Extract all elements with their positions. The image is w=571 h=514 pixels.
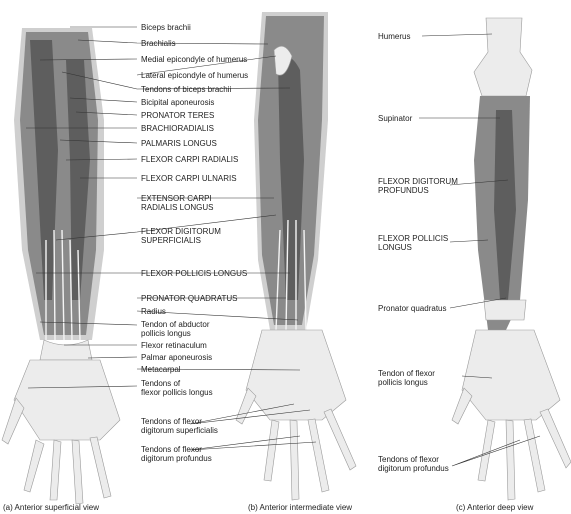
label-flexor-pollicis-longus: FLEXOR POLLICIS LONGUS bbox=[141, 269, 247, 278]
label-pronator-quadratus-c: Pronator quadratus bbox=[378, 304, 447, 313]
leaders-a-b bbox=[26, 26, 317, 451]
label-flexor-carpi-radialis: FLEXOR CARPI RADIALIS bbox=[141, 155, 238, 164]
label-tendons-fdp-c-2: digitorum profundus bbox=[378, 464, 449, 473]
label-extensor-carpi-1: EXTENSOR CARPI bbox=[141, 194, 212, 203]
label-fpl-2: LONGUS bbox=[378, 243, 412, 252]
label-tendon-abductor-2: pollicis longus bbox=[141, 329, 191, 338]
labels-a-b: Biceps brachii Brachialis Medial epicond… bbox=[141, 23, 248, 463]
view-c-forearm bbox=[451, 17, 571, 501]
label-tendons-fdp-c-1: Tendons of flexor bbox=[378, 455, 439, 464]
label-tendons-fpl-1: Tendons of bbox=[141, 379, 181, 388]
view-b-forearm bbox=[235, 12, 357, 501]
label-fdp-1: FLEXOR DIGITORUM bbox=[378, 177, 458, 186]
label-pronator-quadratus: PRONATOR QUADRATUS bbox=[141, 294, 237, 303]
label-pronator-teres: PRONATOR TERES bbox=[141, 111, 214, 120]
view-a-forearm bbox=[1, 28, 121, 505]
label-tendons-fpl-2: flexor pollicis longus bbox=[141, 388, 213, 397]
label-bicipital-aponeurosis: Bicipital aponeurosis bbox=[141, 98, 214, 107]
label-radius: Radius bbox=[141, 307, 166, 316]
label-lateral-epicondyle: Lateral epicondyle of humerus bbox=[141, 71, 248, 80]
label-tendons-fds-1: Tendons of flexor bbox=[141, 417, 202, 426]
label-tendons-fdp-1: Tendons of flexor bbox=[141, 445, 202, 454]
label-medial-epicondyle: Medial epicondyle of humerus bbox=[141, 55, 247, 64]
label-fdp-2: PROFUNDUS bbox=[378, 186, 429, 195]
label-flexor-carpi-ulnaris: FLEXOR CARPI ULNARIS bbox=[141, 174, 237, 183]
label-tendons-biceps: Tendons of biceps brachii bbox=[141, 85, 232, 94]
label-metacarpal: Metacarpal bbox=[141, 365, 181, 374]
label-fpl-1: FLEXOR POLLICIS bbox=[378, 234, 448, 243]
label-flexor-digitorum-superficialis-1: FLEXOR DIGITORUM bbox=[141, 227, 221, 236]
captions: (a) Anterior superficial view (b) Anteri… bbox=[3, 503, 534, 512]
caption-b: (b) Anterior intermediate view bbox=[248, 503, 352, 512]
label-tendon-abductor-1: Tendon of abductor bbox=[141, 320, 210, 329]
caption-c: (c) Anterior deep view bbox=[456, 503, 534, 512]
leaders-c bbox=[419, 33, 541, 467]
label-flexor-retinaculum: Flexor retinaculum bbox=[141, 341, 207, 350]
labels-c: Humerus Supinator FLEXOR DIGITORUM PROFU… bbox=[378, 32, 458, 473]
label-tendons-fdp-2: digitorum profundus bbox=[141, 454, 212, 463]
label-biceps-brachii: Biceps brachii bbox=[141, 23, 191, 32]
label-tendon-fpl-c-1: Tendon of flexor bbox=[378, 369, 435, 378]
label-palmaris-longus: PALMARIS LONGUS bbox=[141, 139, 217, 148]
label-humerus: Humerus bbox=[378, 32, 410, 41]
label-tendon-fpl-c-2: pollicis longus bbox=[378, 378, 428, 387]
label-flexor-digitorum-superficialis-2: SUPERFICIALIS bbox=[141, 236, 201, 245]
label-supinator: Supinator bbox=[378, 114, 413, 123]
label-brachioradialis: BRACHIORADIALIS bbox=[141, 124, 214, 133]
label-extensor-carpi-2: RADIALIS LONGUS bbox=[141, 203, 213, 212]
label-tendons-fds-2: digitorum superficialis bbox=[141, 426, 218, 435]
label-palmar-aponeurosis: Palmar aponeurosis bbox=[141, 353, 212, 362]
caption-a: (a) Anterior superficial view bbox=[3, 503, 99, 512]
label-brachialis: Brachialis bbox=[141, 39, 176, 48]
